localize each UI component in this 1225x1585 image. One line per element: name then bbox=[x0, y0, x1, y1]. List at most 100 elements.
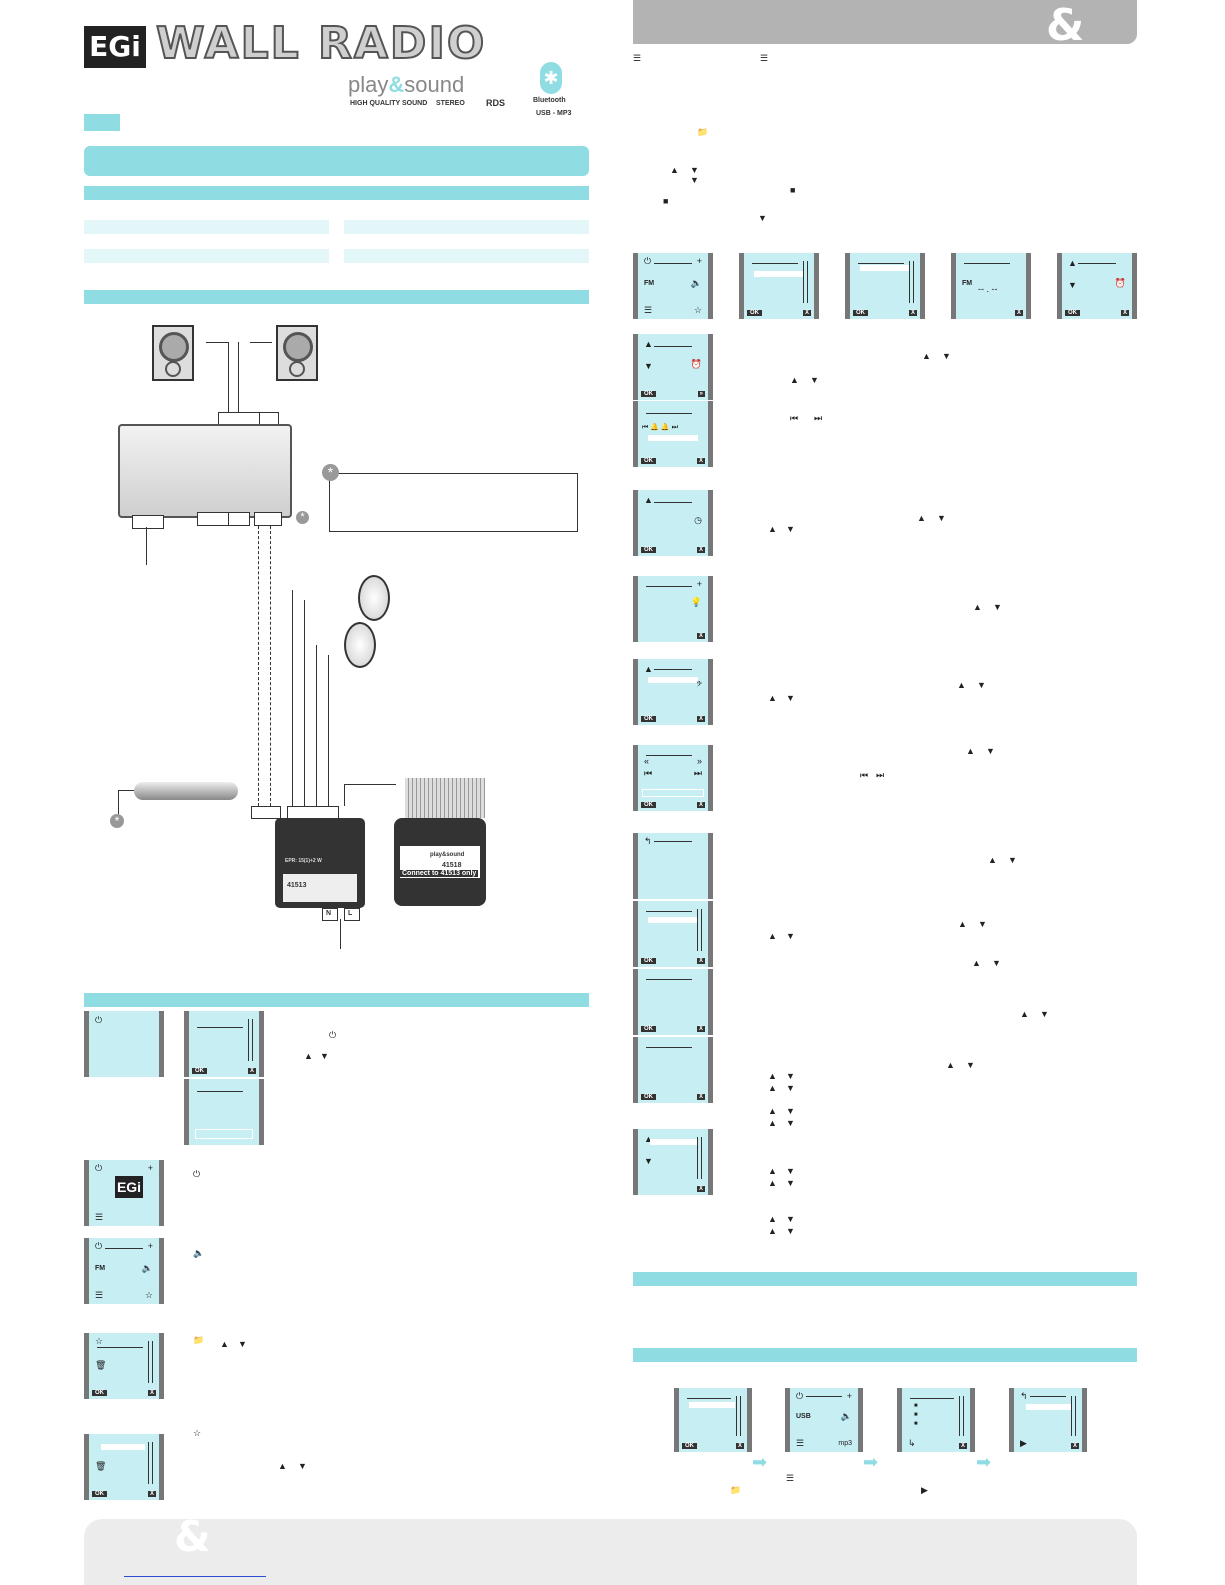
x-button[interactable]: X bbox=[696, 547, 705, 553]
x-button[interactable]: X bbox=[696, 802, 705, 808]
sleep-timer-icon: ◷ bbox=[694, 515, 702, 525]
wire bbox=[316, 645, 317, 806]
star-icon: ☆ bbox=[144, 1290, 153, 1300]
brand-amp: & bbox=[388, 72, 405, 97]
footer-link[interactable] bbox=[124, 1576, 266, 1577]
lcd-screen-main-menu: ⏻ + FM 🔈 ☰ ☆ bbox=[633, 253, 713, 319]
forward-icon: » bbox=[696, 756, 702, 766]
x-button[interactable]: X bbox=[696, 458, 705, 464]
ok-button[interactable]: OK bbox=[641, 1094, 656, 1100]
lcd-screen-fm-scan: FM -- . -- X bbox=[951, 253, 1031, 319]
ampersand-logo: & bbox=[1046, 0, 1085, 51]
wire bbox=[292, 590, 293, 806]
usb-mp3-label: USB - MP3 bbox=[536, 110, 572, 117]
down-arrow-icon: ▼ bbox=[238, 1339, 247, 1349]
ok-button[interactable]: OK bbox=[641, 391, 656, 397]
prev-track-icon: ⏮ bbox=[860, 770, 869, 780]
enter-icon: ↳ bbox=[908, 1438, 916, 1448]
terminal-n: N bbox=[322, 908, 338, 921]
up-arrow-icon: ▲ bbox=[670, 165, 679, 175]
lcd-screen-alarm: ▲ ▼ ⏰ OK X bbox=[1057, 253, 1137, 319]
x-button[interactable]: X bbox=[147, 1491, 156, 1497]
ok-button[interactable]: OK bbox=[641, 716, 656, 722]
x-button[interactable]: X bbox=[247, 1068, 256, 1074]
ok-button[interactable]: OK bbox=[641, 458, 656, 464]
x-button[interactable]: X bbox=[696, 1094, 705, 1100]
lcd-screen-loading bbox=[184, 1079, 264, 1145]
next-track-icon: ⏭ bbox=[876, 770, 885, 780]
ok-button[interactable]: OK bbox=[853, 310, 868, 316]
x-button[interactable]: X bbox=[735, 1443, 744, 1449]
up-arrow-icon: ▲ bbox=[768, 1106, 777, 1116]
din-main-unit bbox=[118, 424, 292, 518]
lcd-screen-off: ⏻ bbox=[84, 1011, 164, 1077]
x-button[interactable]: X bbox=[147, 1390, 156, 1396]
x-button[interactable]: X bbox=[1014, 310, 1023, 316]
next-button[interactable]: » bbox=[697, 391, 705, 397]
ok-button[interactable]: OK bbox=[682, 1443, 697, 1449]
module-terminal bbox=[251, 806, 281, 819]
lcd-screen-clock-set: OK X bbox=[633, 1037, 713, 1103]
up-arrow-icon: ▲ bbox=[644, 495, 653, 505]
up-arrow-icon: ▲ bbox=[917, 513, 926, 523]
ceiling-speaker-1 bbox=[358, 575, 390, 621]
ok-button[interactable]: OK bbox=[192, 1068, 207, 1074]
lcd-screen-usb-select: OK X bbox=[674, 1388, 752, 1452]
wire bbox=[146, 527, 147, 565]
wall-module-41513: 41513 EPR: 15(1)+2 W bbox=[275, 818, 365, 908]
section-header-specs bbox=[84, 186, 589, 200]
x-button[interactable]: X bbox=[696, 633, 705, 639]
right-header-bar bbox=[633, 0, 1137, 44]
ribbon-cable bbox=[405, 778, 485, 818]
x-button[interactable]: X bbox=[696, 1026, 705, 1032]
up-arrow-icon: ▲ bbox=[768, 931, 777, 941]
power-icon: ⏻ bbox=[644, 256, 652, 266]
x-button[interactable]: X bbox=[802, 310, 811, 316]
lcd-screen-usb-mode: ⏻ + USB 🔈 ☰ mp3 bbox=[785, 1388, 863, 1452]
up-arrow-icon: ▲ bbox=[958, 919, 967, 929]
ok-button[interactable]: OK bbox=[92, 1491, 107, 1497]
arrow-next-icon: ➡ bbox=[863, 1452, 879, 1472]
folder-icon: 📁 bbox=[697, 127, 709, 137]
wire bbox=[344, 784, 396, 785]
ok-button[interactable]: OK bbox=[641, 958, 656, 964]
power-terminal bbox=[132, 515, 164, 529]
up-arrow-icon: ▲ bbox=[278, 1461, 287, 1471]
x-button[interactable]: X bbox=[1120, 310, 1129, 316]
lcd-screen-brightness: + 💡 X bbox=[633, 576, 713, 642]
ok-button[interactable]: OK bbox=[1065, 310, 1080, 316]
wire bbox=[344, 784, 345, 806]
ok-button[interactable]: OK bbox=[641, 802, 656, 808]
lcd-screen-usb-tracks: ↰ ▶ X bbox=[1009, 1388, 1087, 1452]
wire bbox=[228, 342, 229, 412]
menu-icon: ☰ bbox=[760, 53, 769, 63]
x-button[interactable]: X bbox=[1070, 1443, 1079, 1449]
down-arrow-icon: ▼ bbox=[644, 361, 653, 371]
x-button[interactable]: X bbox=[696, 716, 705, 722]
menu-icon: ☰ bbox=[786, 1473, 795, 1483]
x-button[interactable]: X bbox=[958, 1443, 967, 1449]
play-icon: ▶ bbox=[1020, 1438, 1027, 1448]
mp3-label: mp3 bbox=[838, 1440, 852, 1447]
folder-list-icon: ■■■ bbox=[914, 1403, 918, 1427]
antenna-cable bbox=[134, 782, 238, 800]
footer-bar bbox=[84, 1519, 1137, 1585]
wire bbox=[304, 600, 305, 806]
x-button[interactable]: X bbox=[696, 958, 705, 964]
menu-icon: ☰ bbox=[796, 1438, 805, 1448]
ok-button[interactable]: OK bbox=[641, 547, 656, 553]
lcd-screen-back: ↰ bbox=[633, 833, 713, 899]
down-arrow-icon: ▼ bbox=[786, 524, 795, 534]
lcd-screen-language: OK X bbox=[184, 1011, 264, 1077]
ok-button[interactable]: OK bbox=[92, 1390, 107, 1396]
down-arrow-icon: ▼ bbox=[690, 175, 699, 185]
x-button[interactable]: X bbox=[696, 1186, 705, 1192]
music-clef-icon: 𝄢 bbox=[696, 680, 702, 690]
ok-button[interactable]: OK bbox=[641, 1026, 656, 1032]
menu-icon: ☰ bbox=[95, 1290, 104, 1300]
ok-button[interactable]: OK bbox=[747, 310, 762, 316]
x-button[interactable]: X bbox=[908, 310, 917, 316]
up-arrow-icon: ▲ bbox=[644, 339, 653, 349]
down-arrow-icon: ▼ bbox=[978, 919, 987, 929]
lcd-screen-sleep: ▲ ◷ OK X bbox=[633, 490, 713, 556]
